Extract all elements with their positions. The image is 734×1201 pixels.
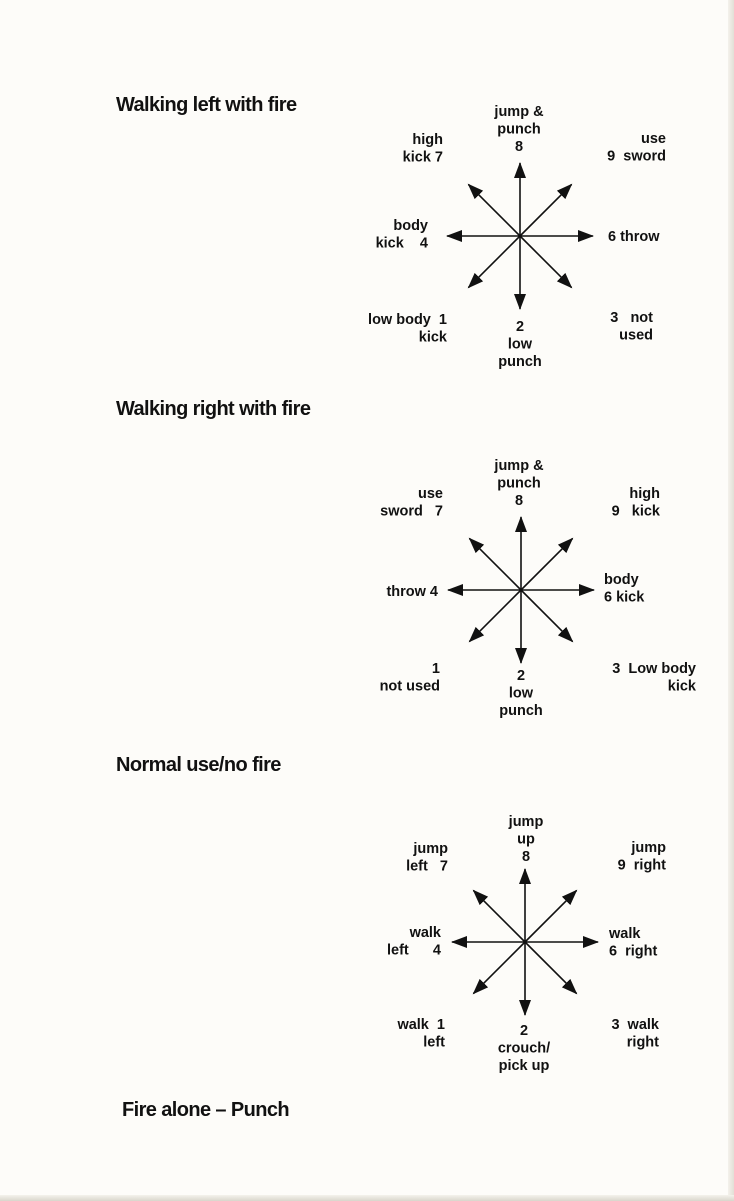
page-bottom-shadow <box>0 1195 734 1201</box>
arrow-up-right <box>520 537 574 591</box>
arrow-down-left <box>467 235 521 289</box>
arrow-up-right <box>524 889 578 943</box>
page-edge-shadow <box>728 0 734 1201</box>
label-left: throw 4 <box>386 584 438 600</box>
arrow-down-left <box>468 589 522 643</box>
section-title-normal-use: Normal use/no fire <box>116 754 281 776</box>
arrow-down-right <box>520 589 574 643</box>
arrow-down-right <box>519 235 573 289</box>
arrow-down-right <box>524 941 578 995</box>
section-title-walking-right: Walking right with fire <box>116 398 311 420</box>
arrow-up-right <box>519 183 573 237</box>
arrow-up-left <box>467 183 521 237</box>
footer-fire-alone: Fire alone – Punch <box>122 1099 290 1121</box>
section-title-walking-left: Walking left with fire <box>116 94 297 116</box>
label-right: 6 throw <box>608 229 660 245</box>
arrow-down-left <box>472 941 526 995</box>
arrow-up-left <box>468 537 522 591</box>
arrow-up-left <box>472 889 526 943</box>
